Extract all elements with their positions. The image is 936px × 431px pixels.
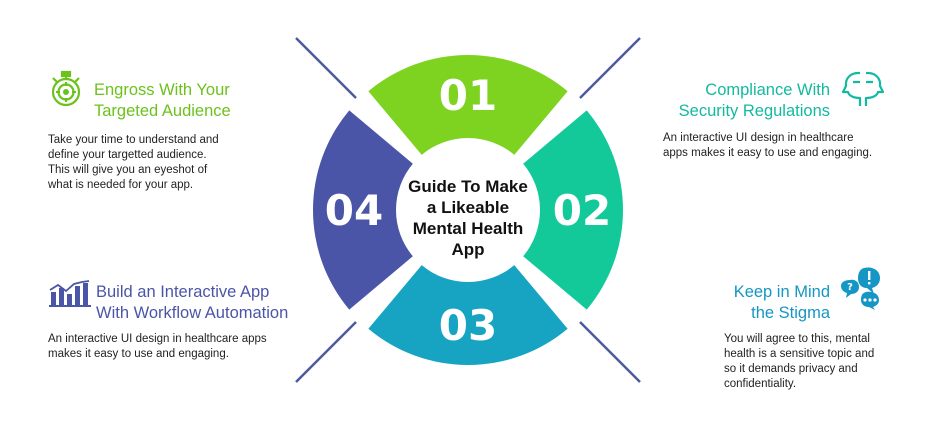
bar-chart-icon <box>49 280 91 307</box>
svg-text:?: ? <box>847 282 853 293</box>
step-3-description-line-1: An interactive UI design in healthcare a… <box>48 333 267 345</box>
step-2-title: Compliance With Security Regulations <box>640 80 830 122</box>
step-3-title-line-1: Build an Interactive App <box>96 283 270 301</box>
segment-01 <box>368 54 568 155</box>
connector-line-bottom-right <box>579 321 641 383</box>
step-4-description-line-3: so it demands privacy and <box>724 363 858 375</box>
step-2-title-line-2: Security Regulations <box>678 102 830 120</box>
step-2-description-line-2: apps makes it easy to use and engaging. <box>663 147 873 159</box>
step-4-description: You will agree to this, mental health is… <box>720 332 920 392</box>
segment-03 <box>368 265 568 366</box>
connector-line-top-right <box>579 37 641 99</box>
center-title-line-2: a Likeable <box>427 198 509 217</box>
step-3-description-line-2: makes it easy to use and engaging. <box>48 348 229 360</box>
step-1-description-line-3: This will give you an eyeshot of <box>48 164 208 176</box>
step-1-block: Engross With Your Targeted Audience Take… <box>48 80 308 193</box>
segment-number-03: 03 <box>439 301 497 350</box>
segment-04 <box>312 110 413 310</box>
step-4-description-line-1: You will agree to this, mental <box>724 333 870 345</box>
step-4-description-line-4: confidentiality. <box>724 378 797 390</box>
step-1-title-line-1: Engross With Your <box>94 81 230 99</box>
step-1-title-line-2: Targeted Audience <box>94 102 231 120</box>
center-circle <box>398 140 538 280</box>
segment-number-01: 01 <box>439 71 497 120</box>
stopwatch-icon <box>51 70 81 107</box>
step-3-title: Build an Interactive App With Workflow A… <box>48 282 348 324</box>
step-1-description-line-1: Take your time to understand and <box>48 134 219 146</box>
step-1-description: Take your time to understand and define … <box>48 133 308 193</box>
two-heads-icon <box>841 71 885 106</box>
step-1-description-line-2: define your targetted audience. <box>48 149 207 161</box>
step-2-title-line-1: Compliance With <box>705 81 830 99</box>
center-title-line-4: App <box>451 240 484 259</box>
step-4-title: Keep in Mind the Stigma <box>720 282 830 324</box>
step-3-block: Build an Interactive App With Workflow A… <box>48 282 348 362</box>
step-3-description: An interactive UI design in healthcare a… <box>48 332 348 362</box>
step-3-title-line-2: With Workflow Automation <box>96 304 289 322</box>
center-title-line-1: Guide To Make <box>408 177 528 196</box>
connector-line-bottom-left <box>295 321 357 383</box>
step-4-title-line-1: Keep in Mind <box>733 283 830 301</box>
segment-number-02: 02 <box>553 186 611 235</box>
step-2-description: An interactive UI design in healthcare a… <box>640 131 900 161</box>
center-title-line-3: Mental Health <box>413 219 524 238</box>
step-2-description-line-1: An interactive UI design in healthcare <box>663 132 854 144</box>
step-1-title: Engross With Your Targeted Audience <box>48 80 308 122</box>
step-4-block: Keep in Mind the Stigma You will agree t… <box>720 282 920 392</box>
step-2-block: Compliance With Security Regulations An … <box>640 80 900 161</box>
speech-bubbles-icon: ? <box>841 267 880 310</box>
connector-line-top-left <box>295 37 357 99</box>
step-1-description-line-4: what is needed for your app. <box>48 179 194 191</box>
step-4-title-line-2: the Stigma <box>751 304 830 322</box>
step-4-description-line-2: health is a sensitive topic and <box>724 348 875 360</box>
segment-number-04: 04 <box>325 186 383 235</box>
segment-02 <box>523 110 624 310</box>
